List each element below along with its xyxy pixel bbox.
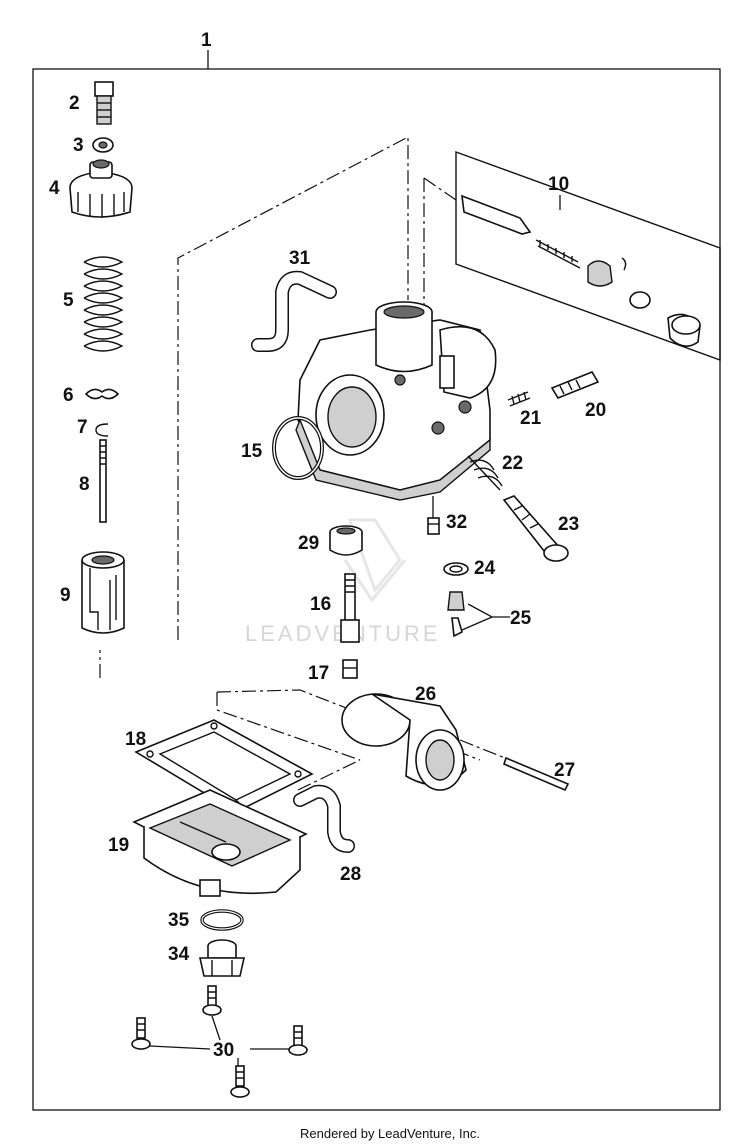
part-16-needle-jet	[340, 573, 360, 643]
part-27-float-pin	[503, 756, 570, 792]
part-23-idle-screw	[502, 495, 569, 562]
part-25-main-jet	[447, 591, 465, 638]
part-34-drain-plug	[199, 939, 245, 977]
label-29: 29	[298, 533, 319, 554]
label-3: 3	[73, 135, 84, 156]
label-28: 28	[340, 864, 361, 885]
label-16: 16	[310, 594, 331, 615]
part-20-air-screw	[550, 371, 600, 399]
footer-credit: Rendered by LeadVenture, Inc.	[300, 1126, 480, 1141]
label-9: 9	[60, 585, 71, 606]
part-28-overflow-hose	[293, 784, 355, 853]
label-30: 30	[213, 1040, 234, 1061]
part-17-main-jet	[342, 659, 358, 679]
label-15: 15	[241, 441, 263, 462]
part-3-nut	[92, 137, 114, 153]
label-23: 23	[558, 514, 579, 535]
part-24-washer	[443, 562, 469, 576]
label-26: 26	[415, 684, 436, 705]
part-5-throttle-spring	[83, 256, 124, 352]
label-20: 20	[585, 400, 606, 421]
assembly-line-top	[423, 177, 457, 310]
part-9-throttle-slide	[81, 551, 125, 634]
label-17: 17	[308, 663, 329, 684]
label-6: 6	[63, 385, 74, 406]
label-31: 31	[289, 248, 311, 269]
part-15-o-ring	[272, 416, 324, 480]
label-35: 35	[168, 910, 190, 931]
label-24: 24	[474, 558, 496, 579]
label-4: 4	[49, 178, 60, 199]
label-34: 34	[168, 944, 190, 965]
part-31-vent-hose	[251, 270, 337, 352]
label-18: 18	[125, 729, 146, 750]
label-7: 7	[77, 417, 88, 438]
carburetor-body	[295, 301, 497, 501]
assembly-line-float	[297, 739, 511, 791]
part-21-spring	[507, 391, 531, 407]
label-19: 19	[108, 835, 129, 856]
label-1: 1	[201, 30, 212, 51]
part-32-pilot-jet	[427, 517, 440, 535]
leader-25	[461, 603, 510, 631]
part-35-drain-o-ring	[200, 909, 244, 931]
label-27: 27	[554, 760, 575, 781]
part-26-float	[341, 693, 467, 791]
assembly-line-left	[99, 136, 409, 678]
label-8: 8	[79, 474, 90, 495]
label-32: 32	[446, 512, 467, 533]
part-22-idle-spring	[467, 455, 503, 491]
label-2: 2	[69, 93, 80, 114]
part-29-jet-holder	[329, 525, 363, 556]
label-22: 22	[502, 453, 523, 474]
diagram-frame	[32, 68, 721, 1111]
part-30-bowl-screws	[131, 985, 308, 1098]
label-10: 10	[548, 174, 569, 195]
part-6-needle-clip	[84, 388, 120, 400]
label-5: 5	[63, 290, 74, 311]
label-25: 25	[510, 608, 532, 629]
label-21: 21	[520, 408, 542, 429]
leader-30	[149, 1015, 290, 1066]
part-4-top-cap	[69, 159, 133, 218]
part-10-choke-kit	[455, 151, 721, 361]
part-2-adjuster-screw	[94, 81, 114, 125]
part-19-float-bowl	[132, 789, 308, 897]
part-8-jet-needle	[99, 439, 107, 523]
part-7-e-clip	[95, 423, 109, 437]
